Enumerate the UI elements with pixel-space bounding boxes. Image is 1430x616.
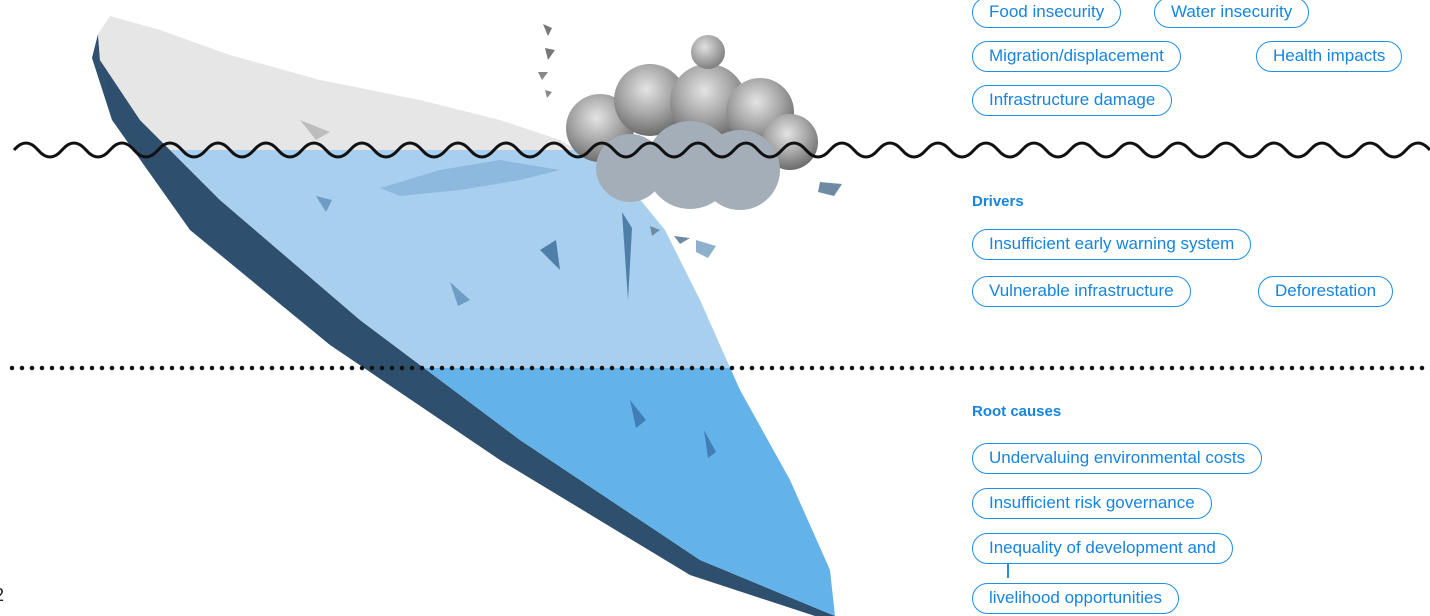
pill-connector xyxy=(1007,564,1009,578)
page-number: 2 xyxy=(0,585,4,606)
root-causes-heading: Root causes xyxy=(972,403,1061,420)
driver-pill: Insufficient early warning system xyxy=(972,229,1251,260)
driver-pill: Deforestation xyxy=(1258,276,1393,307)
impact-pill: Water insecurity xyxy=(1154,0,1309,28)
root-cause-pill: Insufficient risk governance xyxy=(972,488,1212,519)
impact-pill: Health impacts xyxy=(1256,41,1402,72)
storm-cloud xyxy=(566,64,818,210)
driver-pill: Vulnerable infrastructure xyxy=(972,276,1191,307)
drivers-heading: Drivers xyxy=(972,193,1024,210)
root-cause-pill: livelihood opportunities xyxy=(972,583,1179,614)
root-cause-pill: Undervaluing environmental costs xyxy=(972,443,1262,474)
impact-pill: Food insecurity xyxy=(972,0,1121,28)
root-cause-pill: Inequality of development and xyxy=(972,533,1233,564)
impact-pill: Migration/displacement xyxy=(972,41,1181,72)
impact-pill: Infrastructure damage xyxy=(972,85,1172,116)
